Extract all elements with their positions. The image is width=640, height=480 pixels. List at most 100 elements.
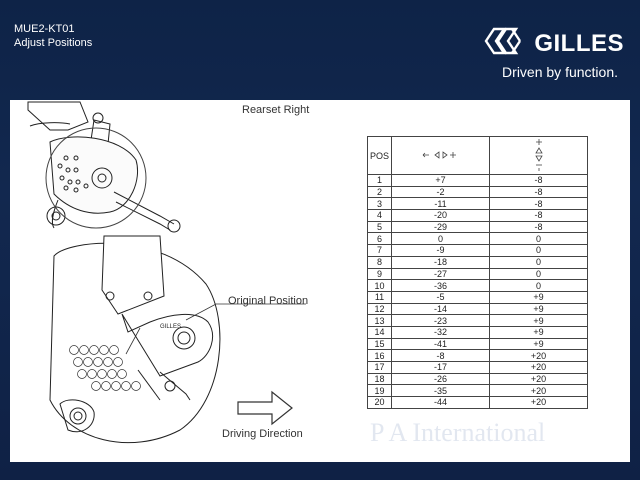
table-row: 12-14+9 [367, 302, 588, 316]
row-pos: 1 [367, 174, 392, 187]
row-vertical: +20 [489, 396, 588, 409]
row-pos: 14 [367, 325, 392, 339]
drawing-title: Rearset Right [242, 104, 310, 116]
row-horizontal: -17 [391, 361, 490, 374]
row-pos: 12 [367, 302, 392, 316]
header-pos: POS [367, 136, 392, 175]
driving-direction-arrow-icon [237, 390, 293, 426]
vertical-arrows-icon [534, 138, 543, 171]
driving-direction-label: Driving Direction [222, 428, 303, 440]
page-subtitle: Adjust Positions [14, 37, 93, 49]
row-pos: 18 [367, 372, 392, 386]
content-panel: GILLES Rearset Right Original Position [10, 100, 630, 462]
row-vertical: 0 [489, 267, 588, 281]
table-row: 18-26+20 [367, 372, 588, 386]
header-vertical [489, 136, 588, 175]
row-vertical: -8 [489, 185, 588, 199]
row-pos: 9 [367, 267, 392, 281]
row-pos: 6 [367, 232, 392, 246]
row-vertical: +9 [489, 302, 588, 316]
row-horizontal: -26 [391, 372, 490, 386]
row-pos: 7 [367, 244, 392, 257]
table-row: 16-8+20 [367, 349, 588, 362]
gilles-logo-icon [484, 27, 521, 55]
row-vertical: +9 [489, 337, 588, 351]
row-horizontal: -35 [391, 384, 490, 398]
table-row: 15-41+9 [367, 337, 588, 351]
brand-block: GILLES Driven by function. [480, 24, 630, 84]
model-code: MUE2-KT01 [14, 23, 75, 35]
row-horizontal: -14 [391, 302, 490, 316]
table-row: 11-5+9 [367, 290, 588, 304]
positions-table: POS [367, 136, 588, 409]
table-row: 2-2-8 [367, 185, 588, 199]
row-pos: 10 [367, 279, 392, 292]
row-vertical: 0 [489, 279, 588, 292]
brand-tagline: Driven by function. [502, 64, 618, 80]
row-horizontal: -23 [391, 314, 490, 327]
table-row: 17-17+20 [367, 361, 588, 374]
row-horizontal: -29 [391, 220, 490, 234]
row-horizontal: -18 [391, 255, 490, 269]
row-pos: 15 [367, 337, 392, 351]
row-horizontal: -9 [391, 244, 490, 257]
row-pos: 16 [367, 349, 392, 362]
row-horizontal: -5 [391, 290, 490, 304]
row-pos: 20 [367, 396, 392, 409]
row-horizontal: -32 [391, 325, 490, 339]
row-pos: 4 [367, 209, 392, 222]
table-row: 13-23+9 [367, 314, 588, 327]
row-vertical: +20 [489, 372, 588, 386]
original-position-label: Original Position [228, 295, 309, 307]
row-horizontal: 0 [391, 232, 490, 246]
row-vertical: 0 [489, 232, 588, 246]
row-vertical: -8 [489, 220, 588, 234]
row-pos: 8 [367, 255, 392, 269]
row-horizontal: -36 [391, 279, 490, 292]
row-pos: 19 [367, 384, 392, 398]
row-vertical: +9 [489, 290, 588, 304]
row-vertical: -8 [489, 197, 588, 211]
row-vertical: -8 [489, 209, 588, 222]
horizontal-arrows-icon [422, 150, 456, 159]
row-horizontal: -44 [391, 396, 490, 409]
table-row: 5-29-8 [367, 220, 588, 234]
row-vertical: +9 [489, 314, 588, 327]
row-horizontal: -8 [391, 349, 490, 362]
row-vertical: +20 [489, 349, 588, 362]
row-horizontal: -20 [391, 209, 490, 222]
row-vertical: +20 [489, 361, 588, 374]
header-horizontal [391, 136, 490, 175]
table-row: 19-35+20 [367, 384, 588, 398]
table-row: 4-20-8 [367, 209, 588, 222]
row-pos: 17 [367, 361, 392, 374]
row-vertical: +20 [489, 384, 588, 398]
row-pos: 3 [367, 197, 392, 211]
rearset-drawing: GILLES [27, 101, 306, 444]
table-row: 1+7-8 [367, 174, 588, 187]
row-horizontal: -27 [391, 267, 490, 281]
row-vertical: 0 [489, 255, 588, 269]
row-vertical: 0 [489, 244, 588, 257]
watermark: P A International [370, 418, 546, 447]
table-row: 20-44+20 [367, 396, 588, 409]
row-horizontal: -11 [391, 197, 490, 211]
header-text: MUE2-KT01 Adjust Positions [14, 22, 92, 50]
row-pos: 2 [367, 185, 392, 199]
svg-text:GILLES: GILLES [160, 324, 181, 330]
table-header-row: POS [367, 136, 588, 175]
row-pos: 5 [367, 220, 392, 234]
brand-name: GILLES [534, 30, 624, 57]
table-row: 3-11-8 [367, 197, 588, 211]
row-vertical: +9 [489, 325, 588, 339]
row-horizontal: -41 [391, 337, 490, 351]
row-pos: 11 [367, 290, 392, 304]
positions-table-wrap: POS [367, 136, 588, 409]
row-vertical: -8 [489, 174, 588, 187]
row-horizontal: -2 [391, 185, 490, 199]
